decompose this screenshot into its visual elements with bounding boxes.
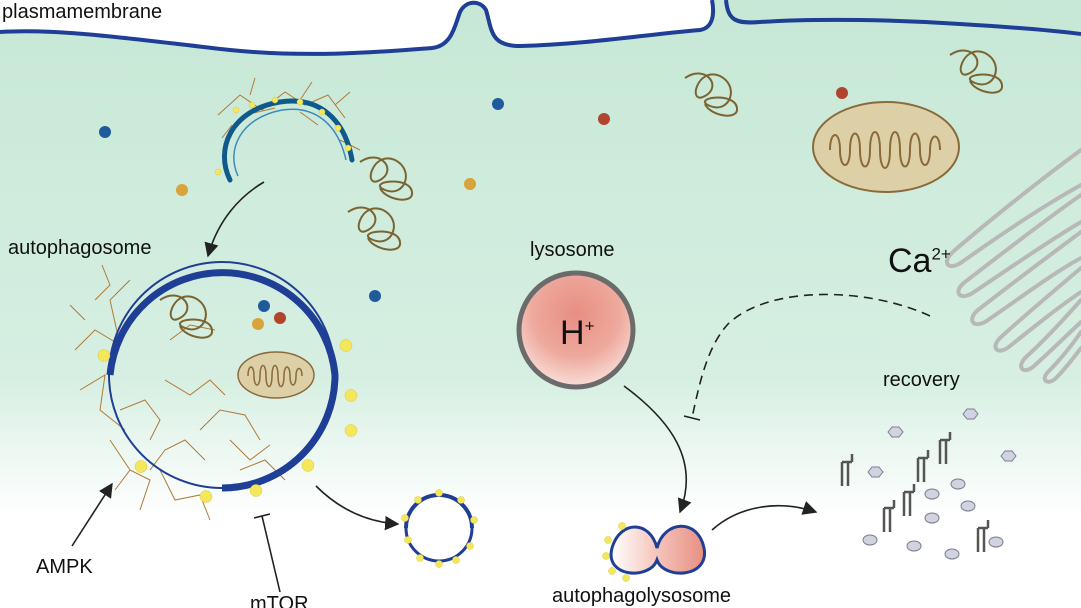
- inhibition-arrow-icon: [253, 293, 931, 593]
- hydrogen-ion-label: H+: [560, 314, 595, 352]
- lipid-fragments: [840, 432, 990, 552]
- arrow-to-recovery: [711, 501, 818, 531]
- arrow-lysosome-fusion: [623, 385, 692, 514]
- calcium-ion-label: Ca2+: [888, 242, 951, 280]
- mtor-inhibition: [253, 513, 281, 593]
- plasma-membrane: [0, 0, 716, 56]
- mitochondrion-icon: [812, 101, 960, 193]
- protein-aggregate-icon: [347, 49, 1003, 251]
- amino-acid-icon: [862, 408, 1017, 560]
- arrow-phagophore-to-autophagosome: [204, 181, 265, 258]
- lysosome-label: lysosome: [530, 239, 615, 261]
- autophagolysosome-icon: [602, 522, 706, 582]
- autophagosome-label: autophagosome: [8, 237, 152, 259]
- autophagosome-icon: [97, 261, 358, 503]
- endoplasmic-reticulum-icon: [944, 148, 1081, 384]
- recovery-label: recovery: [883, 369, 960, 391]
- arrows: [71, 181, 818, 547]
- autophagolysosome-label: autophagolysosome: [552, 585, 732, 607]
- phagophore-icon: [214, 77, 361, 183]
- metabolite-dots: [99, 87, 848, 302]
- ampk-label: AMPK: [36, 556, 93, 578]
- mtor-label: mTOR: [250, 593, 309, 608]
- vesicle-icon: [401, 489, 478, 568]
- arrow-ampk: [71, 482, 113, 547]
- calcium-inhibition: [691, 293, 931, 419]
- plasma-membrane-right: [724, 0, 1081, 36]
- calcium-inhibition-bar: [683, 415, 701, 421]
- plasmamembrane-label: plasmamembrane: [2, 1, 163, 23]
- lysosome-icon: [516, 270, 636, 390]
- arrow-release-vesicle: [315, 485, 400, 531]
